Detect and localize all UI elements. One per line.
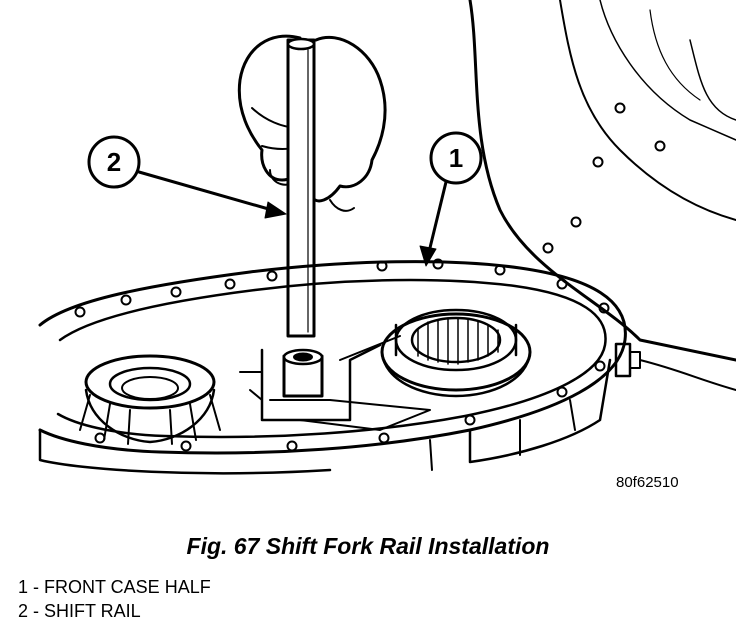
sprocket-bore: [410, 316, 502, 364]
arm-outline: [468, 0, 736, 362]
figure-legend: 1 - FRONT CASE HALF 2 - SHIFT RAIL: [18, 575, 211, 623]
seal-fins: [79, 394, 221, 445]
cable: [639, 359, 736, 391]
figure-caption: Fig. 67 Shift Fork Rail Installation: [186, 533, 550, 559]
case-flange-outer: [38, 260, 627, 455]
seal-outer: [84, 354, 216, 410]
fork-plate: [269, 399, 431, 431]
side-connector: [614, 342, 632, 378]
legend-item-front-case-half: 1 - FRONT CASE HALF: [18, 577, 211, 597]
callout-1: [419, 131, 483, 267]
case-body-right: [468, 358, 612, 464]
figure-illustration: 1 2: [38, 0, 736, 475]
legend-item-shift-rail: 2 - SHIFT RAIL: [18, 601, 141, 621]
spline-teeth: [417, 317, 499, 365]
callout-2: [87, 135, 287, 219]
seal-bore: [121, 376, 179, 400]
callout-2-number: 2: [107, 147, 121, 177]
case-body-left: [38, 428, 332, 475]
case-ribs: [429, 399, 576, 471]
shift-rail-top: [286, 37, 316, 51]
bolt-holes: [74, 102, 666, 452]
sleeve-fold: [689, 39, 736, 121]
case-flange-inner: [56, 278, 607, 439]
seal-inner: [108, 366, 192, 402]
fork-pad: [239, 335, 401, 401]
arm-shadow: [599, 0, 736, 141]
seal-housing: [84, 388, 216, 444]
hand-fingers: [310, 35, 387, 203]
sprocket-wall: [394, 323, 518, 357]
fork-bracket: [260, 343, 382, 422]
transfer-case-drawing: 1 2: [38, 0, 736, 475]
shift-rail-shape: [286, 38, 316, 338]
sleeve-fold-2: [649, 9, 701, 101]
arm-outline-inner: [559, 0, 736, 221]
callout-1-number: 1: [449, 143, 463, 173]
figure-code: 80f62510: [616, 474, 679, 491]
sprocket-ring: [380, 350, 532, 398]
